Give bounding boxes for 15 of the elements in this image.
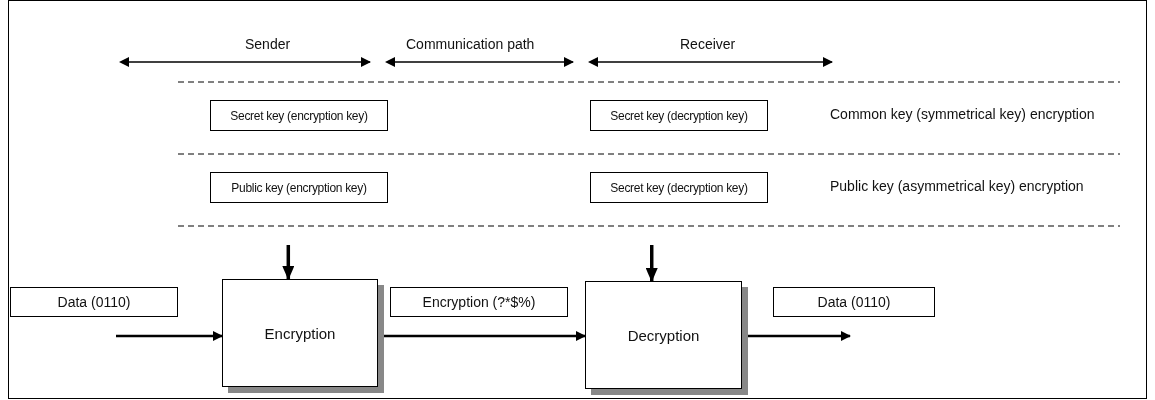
row-label: Public key (asymmetrical key) encryption <box>830 178 1084 194</box>
key-box: Public key (encryption key) <box>210 172 388 203</box>
data-box: Data (0110) <box>773 287 935 317</box>
key-box: Secret key (encryption key) <box>210 100 388 131</box>
column-heading: Receiver <box>680 36 736 52</box>
key-box: Secret key (decryption key) <box>590 172 768 203</box>
column-heading: Sender <box>245 36 291 52</box>
key-box: Secret key (decryption key) <box>590 100 768 131</box>
column-heading: Communication path <box>406 36 535 52</box>
arrow <box>645 245 658 282</box>
arrow <box>282 245 295 280</box>
row-label: Common key (symmetrical key) encryption <box>830 106 1095 122</box>
data-box: Encryption (?*$%) <box>390 287 568 317</box>
data-box: Data (0110) <box>10 287 178 317</box>
arrow <box>116 331 223 341</box>
